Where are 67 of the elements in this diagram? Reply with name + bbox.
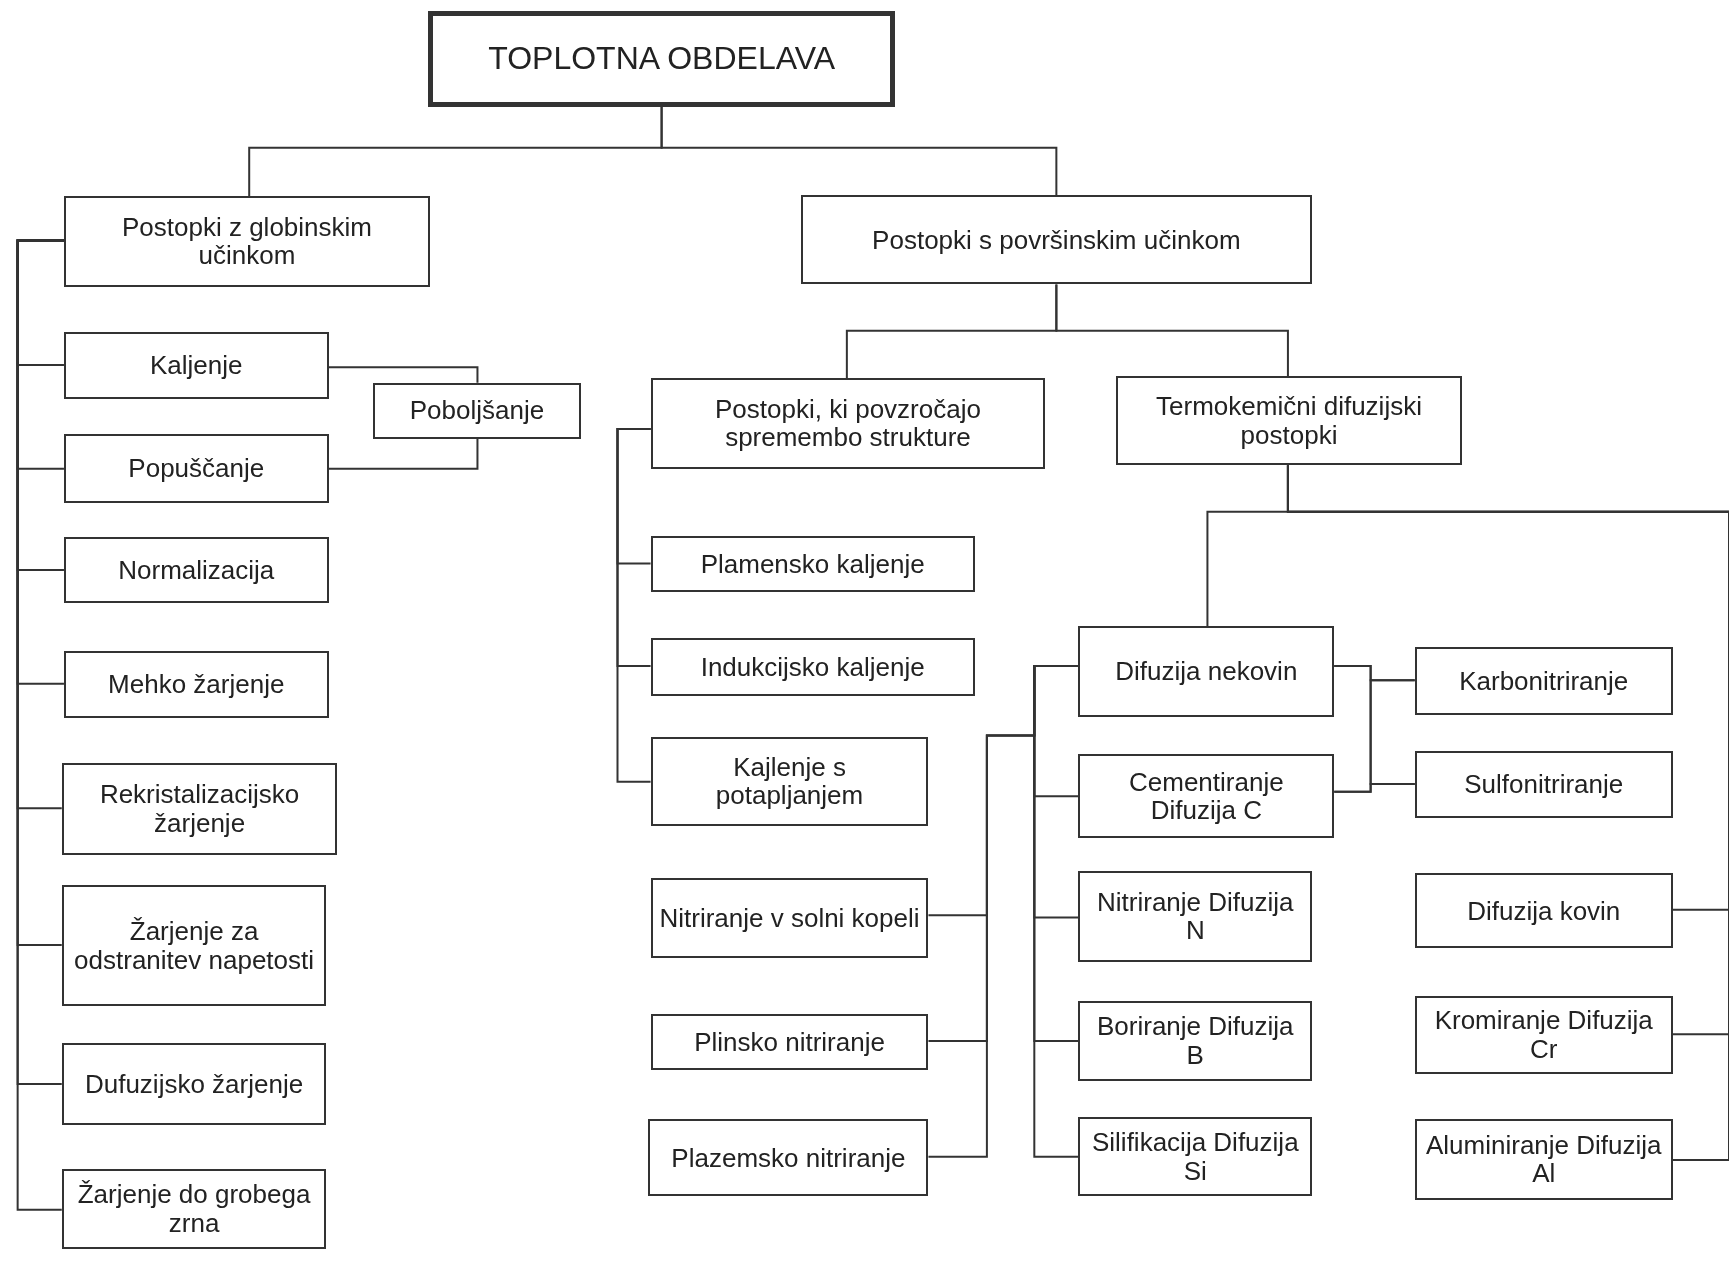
process-box — [1078, 754, 1335, 838]
node-text: Difuzija kovin — [1467, 896, 1621, 926]
process-box — [61, 885, 327, 1006]
process-box — [63, 331, 329, 400]
process-box — [1078, 1001, 1313, 1081]
node-text: Kromiranje Difuzija Cr — [1433, 1006, 1654, 1064]
node-text: Popuščanje — [128, 454, 265, 483]
title-box — [427, 11, 896, 107]
process-box — [650, 877, 929, 959]
process-box — [1414, 1119, 1673, 1200]
process-box — [61, 1168, 327, 1250]
node-text: Indukcijsko kaljenje — [700, 652, 925, 682]
process-box — [1414, 647, 1673, 715]
process-box — [1078, 626, 1335, 717]
node-text: Sulfonitriranje — [1464, 770, 1624, 799]
node-text: Nitriranje Difuzija N — [1096, 887, 1295, 945]
process-box — [1414, 873, 1673, 949]
node-text: Plamensko kaljenje — [700, 549, 925, 579]
node-text: Kaljenje — [150, 351, 243, 380]
node-text: Rekristalizacijsko žarjenje — [98, 780, 301, 838]
node-text: Postopki z globinskim učinkom — [121, 212, 373, 271]
node-text: Normalizacija — [118, 555, 275, 585]
node-text: Postopki, ki povzročajo spremembo strukture — [714, 394, 982, 452]
title-text: TOPLOTNA OBDELAVA — [488, 41, 835, 77]
node-text: Aluminiranje Difuzija Al — [1424, 1130, 1663, 1189]
node-text: Plinsko nitriranje — [694, 1027, 885, 1057]
connector-line — [1286, 464, 1729, 1161]
process-box — [63, 434, 329, 503]
node-text: Cementiranje Difuzija C — [1128, 767, 1285, 825]
node-text: Silifikacija Difuzija Si — [1090, 1128, 1300, 1186]
process-box — [63, 537, 329, 604]
node-text: Žarjenje do grobega zrna — [76, 1180, 312, 1238]
connector-line — [1333, 783, 1416, 793]
node-text: Poboljšanje — [409, 396, 545, 426]
process-box — [61, 1043, 327, 1125]
process-box — [650, 1014, 929, 1070]
process-box — [372, 382, 582, 439]
process-box — [650, 378, 1046, 469]
connector-line — [1055, 283, 1289, 377]
process-box — [1414, 750, 1673, 819]
node-text: Dufuzijsko žarjenje — [84, 1069, 304, 1099]
connector-line — [327, 437, 479, 470]
node-text: Difuzija nekovin — [1115, 657, 1298, 686]
process-box — [1414, 995, 1673, 1074]
process-box — [650, 736, 929, 826]
node-text: Mehko žarjenje — [108, 669, 285, 699]
node-text: Kajlenje s potapljanjem — [714, 752, 865, 810]
process-box — [650, 535, 975, 593]
process-box — [800, 195, 1313, 285]
process-box — [61, 763, 338, 855]
connector-line — [616, 427, 652, 783]
node-text: Plazemsko nitriranje — [671, 1143, 906, 1173]
process-box — [650, 638, 975, 696]
connector-line — [327, 366, 479, 384]
process-box — [1078, 1117, 1313, 1197]
connector-line — [660, 105, 1058, 197]
process-box — [63, 196, 431, 287]
process-box — [63, 650, 329, 718]
node-text: Žarjenje za odstranitev napetosti — [73, 916, 316, 975]
process-box — [1078, 871, 1313, 962]
node-text: Nitriranje v solni kopeli — [659, 903, 920, 933]
node-text: Termokemični difuzijski postopki — [1155, 392, 1423, 450]
node-text: Boriranje Difuzija B — [1096, 1012, 1295, 1070]
node-text: Postopki s površinskim učinkom — [872, 225, 1241, 255]
process-box — [1115, 376, 1463, 466]
process-box — [648, 1119, 929, 1197]
node-text: Karbonitriranje — [1459, 666, 1629, 696]
